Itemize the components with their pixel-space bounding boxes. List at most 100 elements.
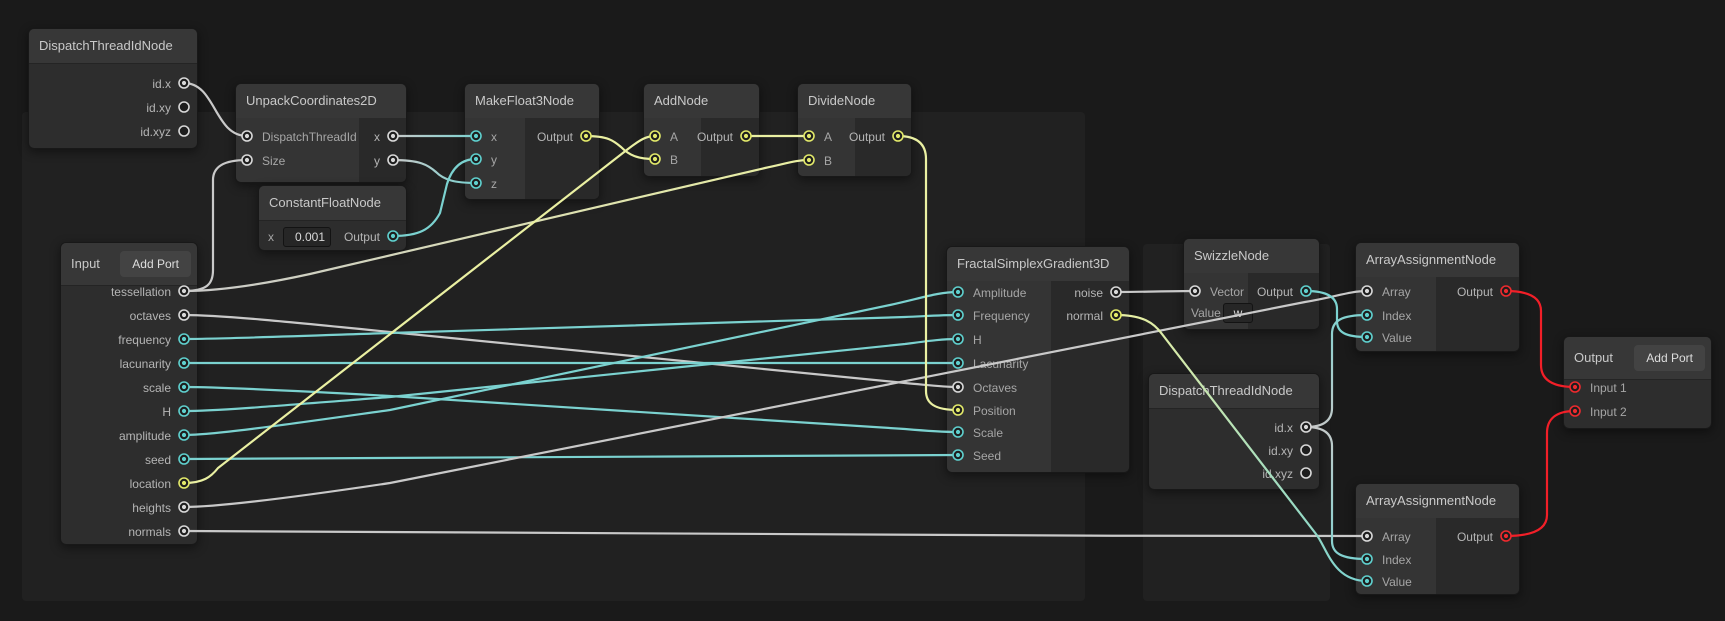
node-title: Output (1574, 350, 1614, 365)
port-label-x: x (374, 130, 380, 144)
node-output-column (359, 118, 406, 182)
node-header[interactable]: DispatchThreadIdNode (29, 29, 197, 64)
port-label-idxy: id.xy (146, 101, 171, 115)
port-label-idxy: id.xy (1268, 444, 1293, 458)
port-label-freq: frequency (118, 333, 171, 347)
node-title: DispatchThreadIdNode (1159, 383, 1293, 398)
port-label-seed: seed (144, 453, 171, 467)
port-label-h: H (162, 405, 171, 419)
port-label-dti: DispatchThreadId (262, 130, 357, 144)
port-label-out: Output (848, 130, 885, 144)
node-header[interactable]: MakeFloat3Node (465, 84, 599, 119)
port-label-lac: Lacunarity (973, 357, 1029, 371)
node-header[interactable]: DispatchThreadIdNode (1149, 374, 1319, 409)
port-label-noise: noise (1074, 286, 1103, 300)
port-label-out: Output (536, 130, 573, 144)
node-title: FractalSimplexGradient3D (957, 256, 1110, 271)
port-label-index: Index (1382, 309, 1412, 323)
node-header[interactable]: DivideNode (798, 84, 911, 119)
port-label-index: Index (1382, 553, 1412, 567)
node-output-column (855, 118, 911, 176)
port-label-oct: octaves (129, 309, 171, 323)
node-title: DispatchThreadIdNode (39, 38, 173, 53)
port-label-idx: id.x (152, 77, 171, 91)
port-label-loc: location (129, 477, 171, 491)
value-field[interactable]: 0.001 (283, 227, 331, 247)
port-label-out: Output (1456, 285, 1493, 299)
port-label-a: A (670, 130, 679, 144)
port-label-out: Output (1256, 285, 1293, 299)
node-title: AddNode (654, 93, 709, 108)
port-label-tess: tessellation (110, 285, 171, 299)
port-label-idxyz: id.xyz (1262, 467, 1293, 481)
node-header[interactable]: ArrayAssignmentNode (1356, 243, 1519, 278)
add-port-button[interactable]: Add Port (1634, 345, 1705, 371)
node-header[interactable]: Output Add Port (1564, 337, 1711, 380)
node-header[interactable]: ArrayAssignmentNode (1356, 484, 1519, 519)
node-title: ArrayAssignmentNode (1366, 252, 1497, 267)
node-title: Input (71, 256, 100, 271)
port-label-out: Output (1456, 530, 1493, 544)
port-label-scale: scale (142, 381, 171, 395)
node-title: MakeFloat3Node (475, 93, 574, 108)
port-label-idx: id.x (1274, 421, 1293, 435)
port-label-vec: Vector (1210, 285, 1245, 299)
node-header[interactable]: ConstantFloatNode (259, 186, 406, 221)
port-label-idxyz: id.xyz (140, 125, 171, 139)
port-label-freq: Frequency (973, 309, 1030, 323)
port-label-x: x (491, 130, 497, 144)
node-header[interactable]: SwizzleNode (1184, 239, 1319, 274)
port-label-y: y (374, 154, 380, 168)
value-field[interactable]: w (1223, 303, 1253, 323)
node-header[interactable]: AddNode (644, 84, 759, 119)
node-header[interactable]: UnpackCoordinates2D (236, 84, 406, 119)
node-header[interactable]: Input Add Port (61, 243, 197, 286)
port-label-lac: lacunarity (119, 357, 171, 371)
port-label-in1: Input 1 (1590, 381, 1627, 395)
port-label-b: B (824, 154, 833, 168)
port-label-a: A (824, 130, 833, 144)
add-port-button[interactable]: Add Port (120, 251, 191, 277)
port-label-in2: Input 2 (1590, 405, 1627, 419)
port-label-h: H (973, 333, 982, 347)
node-input[interactable]: Input Add Port tessellation octaves frequenc… (60, 242, 198, 545)
port-label-array: Array (1382, 285, 1411, 299)
node-dtn1[interactable]: DispatchThreadIdNode id.x id.xy id.xyz (28, 28, 198, 149)
node-output-column (1248, 273, 1319, 329)
node-dtn2[interactable]: DispatchThreadIdNode id.x id.xy id.xyz (1148, 373, 1320, 490)
node-title: ConstantFloatNode (269, 195, 382, 210)
port-label-heights: heights (132, 501, 171, 515)
node-header[interactable]: FractalSimplexGradient3D (947, 247, 1129, 282)
port-label-pos: Position (973, 404, 1016, 418)
port-label-normals: normals (128, 525, 171, 539)
port-label-out: Output (343, 230, 380, 244)
port-label-amp: amplitude (118, 429, 171, 443)
port-label-y: y (491, 153, 497, 167)
node-body (1356, 518, 1519, 594)
port-label-out: Output (696, 130, 733, 144)
node-title: UnpackCoordinates2D (246, 93, 377, 108)
node-body (1356, 277, 1519, 351)
node-title: ArrayAssignmentNode (1366, 493, 1497, 508)
port-label-oct: Octaves (973, 381, 1018, 395)
node-body (644, 118, 759, 176)
port-label-scale: Scale (973, 426, 1004, 440)
field-label: x (268, 230, 274, 244)
port-label-seed: Seed (973, 449, 1002, 463)
node-body (798, 118, 911, 176)
port-label-size: Size (262, 154, 286, 168)
port-label-amp: Amplitude (973, 286, 1027, 300)
port-label-normal: normal (1066, 309, 1103, 323)
node-output-column (701, 118, 759, 176)
